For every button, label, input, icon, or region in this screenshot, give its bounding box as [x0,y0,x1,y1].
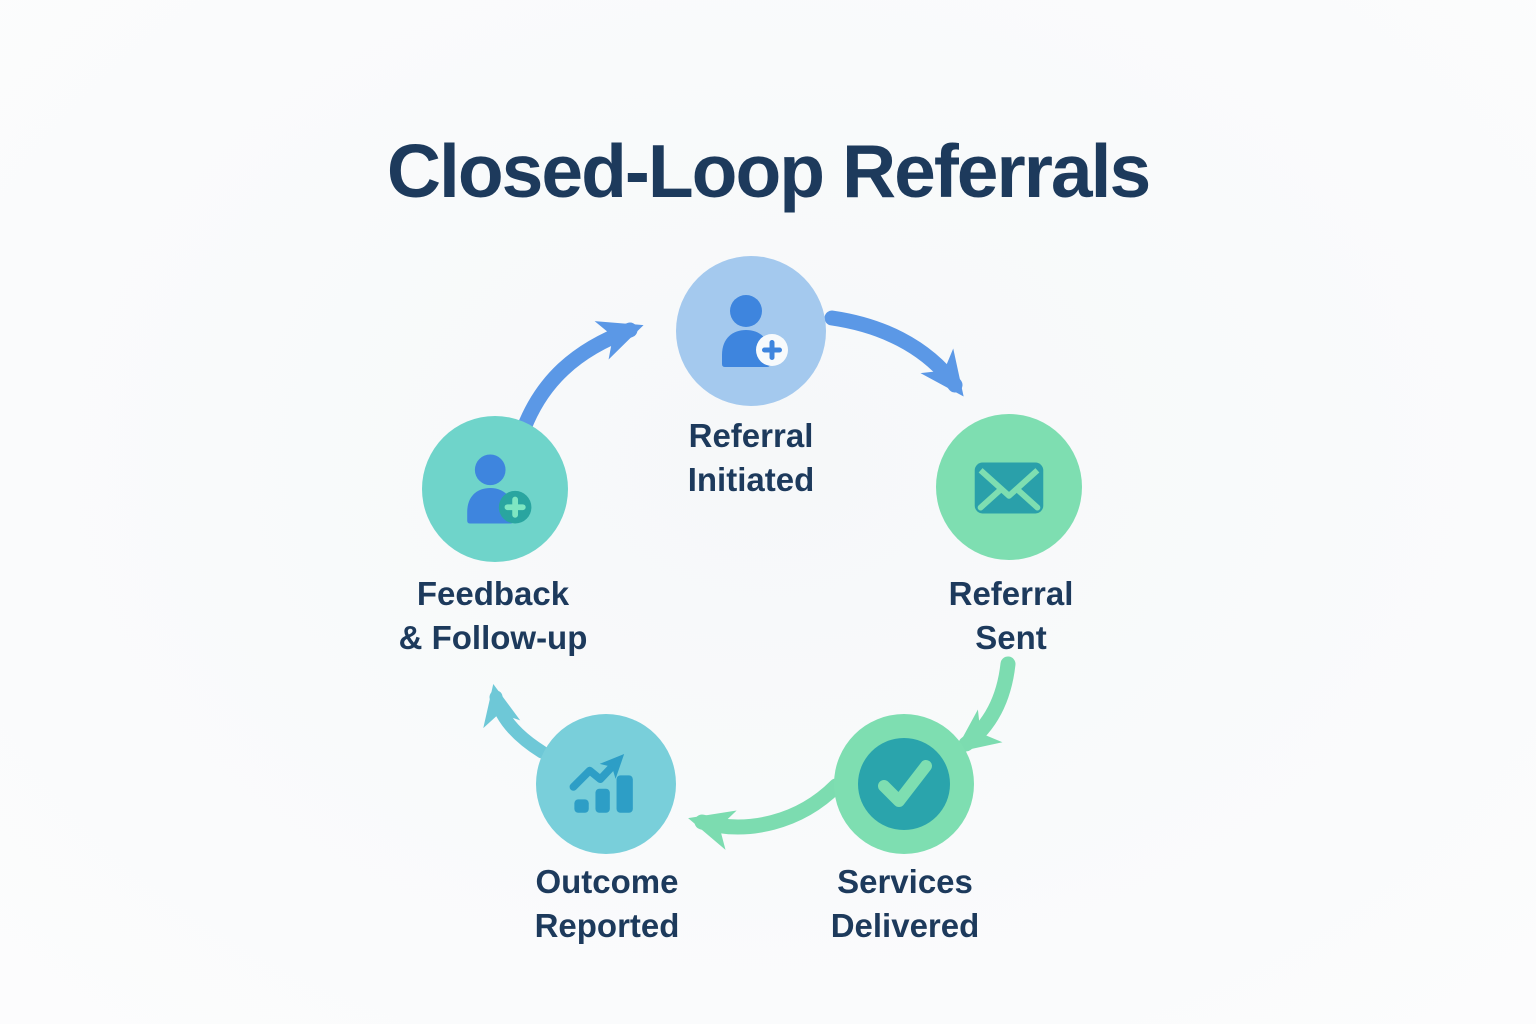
label-referral-sent: Referral Sent [948,575,1074,656]
check-circle-icon [858,738,950,830]
node-referral-initiated [676,256,826,406]
arrow-outcome-to-feedback [483,683,549,759]
label-feedback-follow-up: Feedback & Follow-up [398,575,588,656]
arrow-sent-to-delivered [954,656,1016,753]
label-outcome-reported: Outcome Reported [534,863,680,944]
envelope-icon [974,462,1044,514]
bar-chart-trend-icon [569,753,633,813]
node-outcome-reported [536,714,676,854]
arrow-initiated-to-sent [824,310,964,397]
node-referral-sent [936,414,1082,560]
node-services-delivered [834,714,974,854]
person-plus-icon [467,454,532,524]
node-feedback-follow-up [422,416,568,562]
person-plus-icon [722,295,788,367]
label-services-delivered: Services Delivered [830,863,980,944]
arrow-delivered-to-outcome [688,778,844,850]
page-title: Closed-Loop Referrals [386,129,1151,213]
label-referral-initiated: Referral Initiated [687,417,815,498]
arrow-feedback-to-initiated [516,321,644,436]
